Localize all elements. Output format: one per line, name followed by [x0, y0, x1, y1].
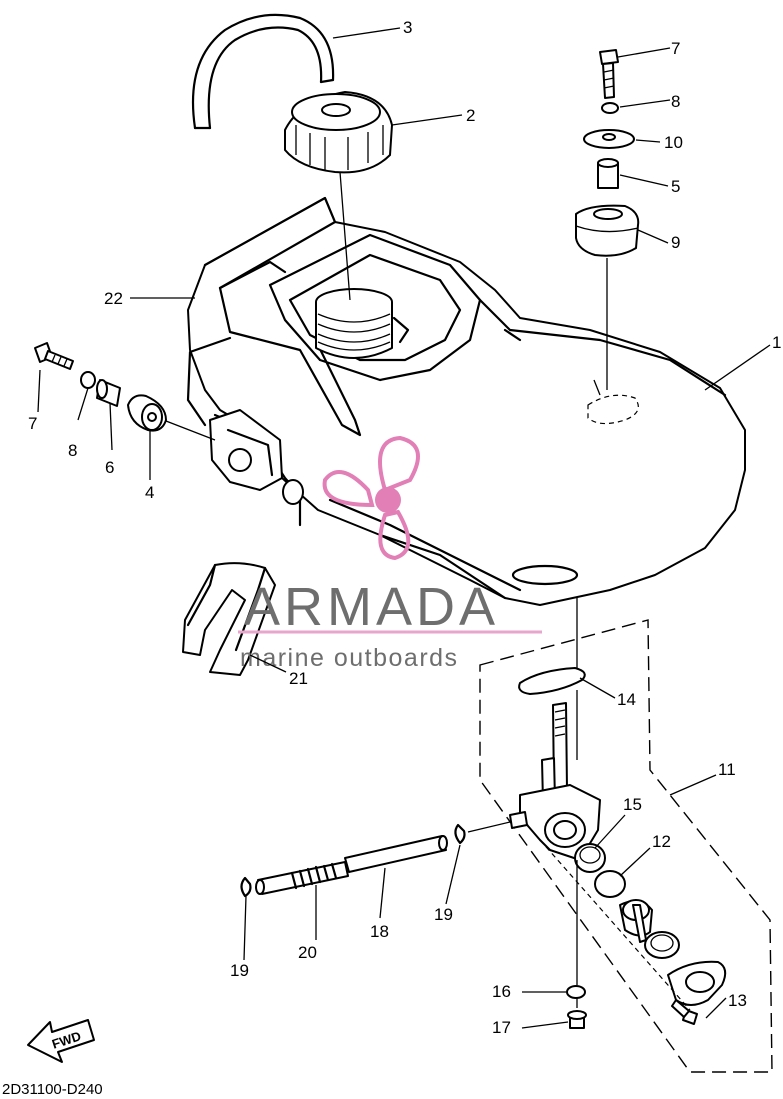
fwd-arrow: FWD	[27, 1019, 95, 1063]
watermark-brand: ARMADA	[244, 577, 499, 637]
callout-numbers: 3 2 7 8 10 5 9 1 22 7 8 6 4 21 14 11 15 …	[28, 18, 781, 1037]
callout-6: 6	[105, 458, 114, 477]
right-mount-hardware	[575, 49, 640, 390]
callout-5: 5	[671, 177, 680, 196]
callout-14: 14	[617, 690, 636, 709]
callout-8-left: 8	[68, 441, 77, 460]
callout-19-left: 19	[230, 961, 249, 980]
callout-7-right: 7	[671, 39, 680, 58]
callout-20: 20	[298, 943, 317, 962]
callout-1: 1	[772, 333, 781, 352]
callout-13: 13	[728, 991, 747, 1010]
left-mount-hardware	[34, 342, 216, 441]
callout-7-left: 7	[28, 414, 37, 433]
fuel-cock-assembly	[479, 598, 773, 1073]
callout-17: 17	[492, 1018, 511, 1037]
propeller-logo	[322, 435, 420, 561]
fuel-tank	[186, 196, 746, 606]
callout-22: 22	[104, 289, 123, 308]
damper-rubber	[182, 562, 276, 676]
callout-19-right: 19	[434, 905, 453, 924]
breather-hose	[191, 13, 335, 130]
callout-16: 16	[492, 982, 511, 1001]
fuel-cap	[284, 91, 393, 174]
callout-15: 15	[623, 795, 642, 814]
callout-8-right: 8	[671, 92, 680, 111]
callout-21: 21	[289, 669, 308, 688]
callout-3: 3	[403, 18, 412, 37]
watermark-tagline: marine outboards	[240, 644, 459, 672]
callout-11: 11	[718, 760, 736, 779]
callout-2: 2	[466, 106, 475, 125]
callout-12: 12	[652, 832, 671, 851]
leader-lines	[37, 27, 771, 1029]
diagram-code: 2D31100-D240	[2, 1081, 103, 1098]
watermark: ARMADA marine outboards	[238, 435, 542, 672]
callout-4: 4	[145, 483, 154, 502]
callout-9: 9	[671, 233, 680, 252]
callout-18: 18	[370, 922, 389, 941]
fuel-line	[240, 821, 511, 898]
callout-10: 10	[664, 133, 683, 152]
